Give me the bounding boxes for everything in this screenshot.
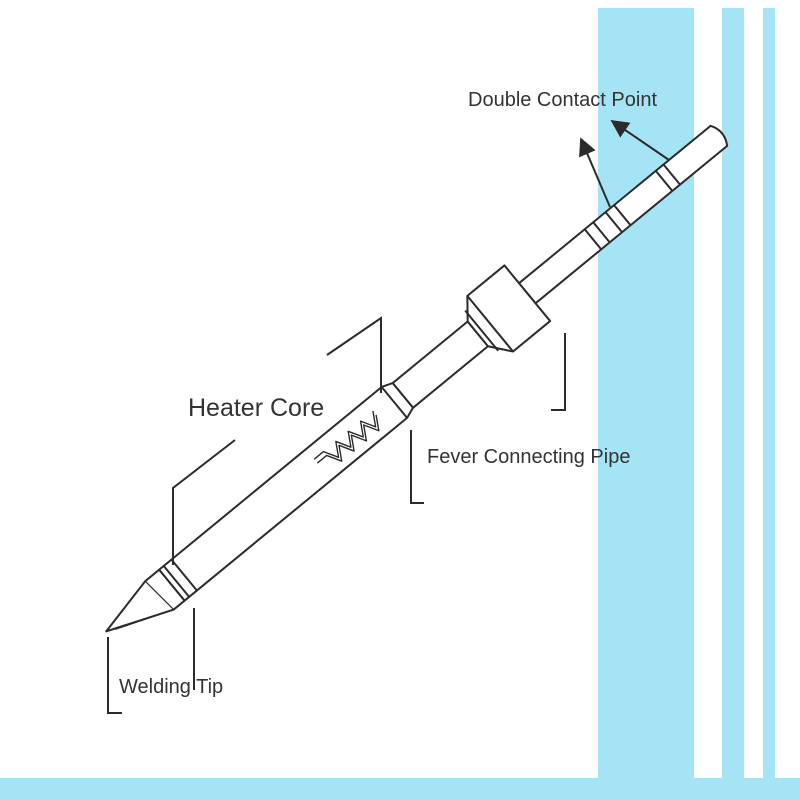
accent-bottom-band xyxy=(0,778,800,800)
collar-edge-line xyxy=(466,295,514,353)
label-fever-connecting-pipe: Fever Connecting Pipe xyxy=(427,446,630,468)
contact-ring-2a xyxy=(604,211,623,233)
label-welding-tip: Welding Tip xyxy=(119,676,223,698)
contact-ring-1b xyxy=(592,221,611,243)
contact-arrow-upper xyxy=(610,119,670,161)
tip-joint-line-a xyxy=(162,565,190,598)
heater-core-bracket-top xyxy=(326,316,382,393)
contact-ring-2b xyxy=(613,204,632,226)
accent-stripe-narrow xyxy=(763,8,775,778)
heater-coil-shadow xyxy=(316,414,380,464)
contact-arrow-lower xyxy=(579,137,611,208)
tip-bevel-line xyxy=(114,608,174,631)
tip-shoulder-line xyxy=(144,580,175,610)
leader-lines xyxy=(107,119,670,714)
contact-ring-1a xyxy=(583,228,602,250)
tip-joint-line-b xyxy=(170,558,198,592)
label-double-contact-point: Double Contact Point xyxy=(468,89,657,111)
accent-stripe-wide xyxy=(598,8,694,778)
contact-ring-3b xyxy=(662,163,681,186)
core-joint-line xyxy=(380,386,408,419)
contact-ring-3a xyxy=(655,170,674,192)
collar-bevel-line xyxy=(464,309,499,352)
soldering-tip xyxy=(105,124,729,633)
heater-core-bracket-bottom xyxy=(172,439,236,565)
pipe-bracket-right xyxy=(551,333,566,411)
accent-stripe-medium xyxy=(722,8,744,778)
heater-coil-mark-icon xyxy=(313,410,377,460)
tip-bracket-left xyxy=(107,637,122,714)
pipe-bracket-left xyxy=(410,430,424,504)
label-heater-core: Heater Core xyxy=(188,394,324,422)
